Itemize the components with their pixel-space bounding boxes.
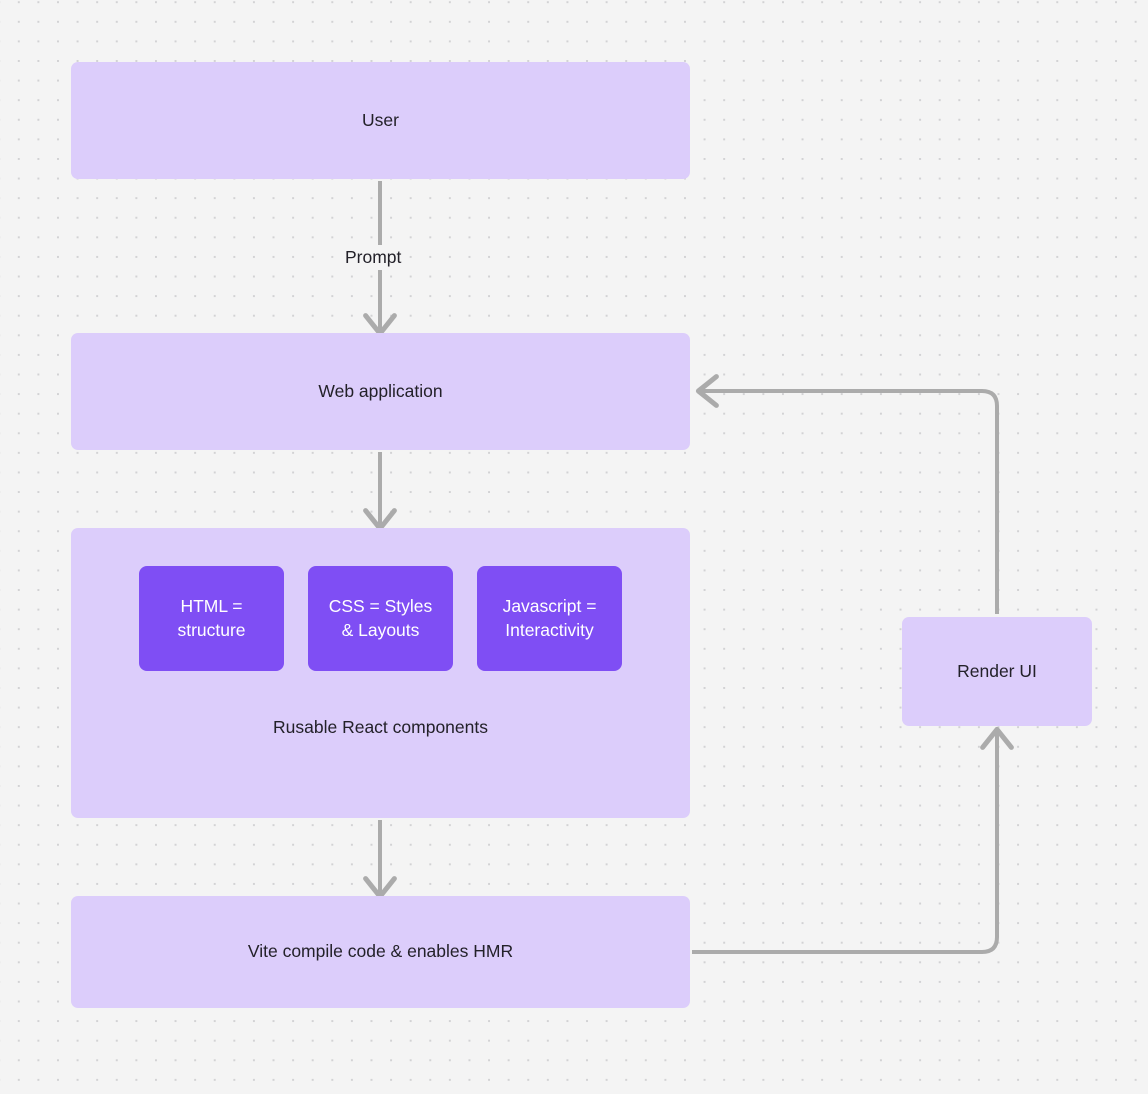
edge-vite-to-render-ui	[692, 733, 997, 954]
node-render-ui[interactable]: Render UI	[902, 617, 1092, 726]
chip-javascript-label: Javascript = Interactivity	[502, 595, 597, 640]
node-render-ui-label: Render UI	[957, 660, 1037, 681]
chip-html-label: HTML = structure	[177, 595, 246, 640]
edge-render-ui-to-webapp	[702, 391, 999, 614]
edge-label-prompt: Prompt	[339, 245, 408, 270]
node-react-components[interactable]: HTML = structure CSS = Styles & Layouts …	[71, 528, 690, 818]
node-web-application-label: Web application	[318, 380, 443, 401]
node-react-components-caption: Rusable React components	[273, 717, 488, 737]
chip-javascript[interactable]: Javascript = Interactivity	[477, 566, 622, 671]
chip-css[interactable]: CSS = Styles & Layouts	[308, 566, 453, 671]
node-user[interactable]: User	[71, 62, 690, 179]
chip-css-label: CSS = Styles & Layouts	[328, 595, 433, 640]
chip-html[interactable]: HTML = structure	[139, 566, 284, 671]
chip-row: HTML = structure CSS = Styles & Layouts …	[71, 566, 690, 671]
node-vite-label: Vite compile code & enables HMR	[247, 941, 514, 962]
node-user-label: User	[362, 109, 399, 130]
node-vite[interactable]: Vite compile code & enables HMR	[71, 896, 690, 1008]
node-web-application[interactable]: Web application	[71, 333, 690, 450]
